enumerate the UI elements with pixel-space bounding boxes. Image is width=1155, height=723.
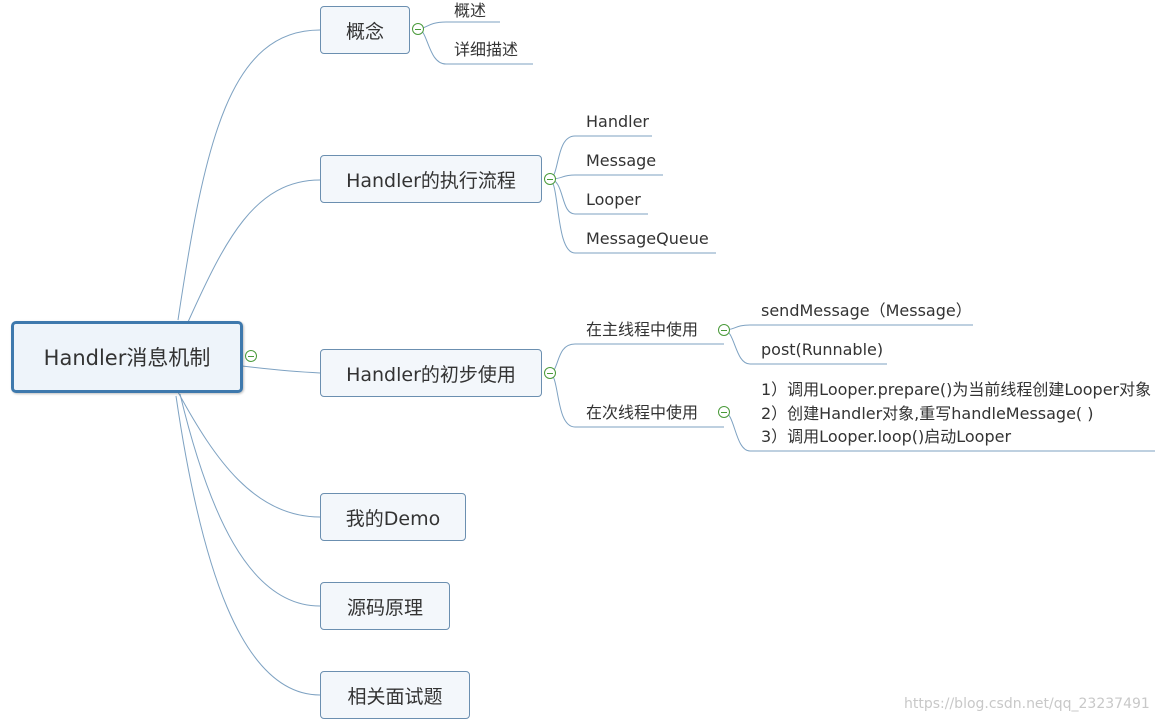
leaf-sendmessage[interactable]: sendMessage（Message） — [761, 301, 972, 320]
step-1: 1）调用Looper.prepare()为当前线程创建Looper对象 — [761, 380, 1152, 399]
collapse-icon-main-thread[interactable] — [718, 324, 730, 336]
collapse-icon-basic-usage[interactable] — [544, 367, 556, 379]
branch-execution-flow-label: Handler的执行流程 — [346, 169, 516, 192]
sub-thread-steps[interactable]: 1）调用Looper.prepare()为当前线程创建Looper对象 2）创建… — [761, 378, 1151, 449]
branch-execution-flow[interactable]: Handler的执行流程 — [320, 155, 542, 203]
branch-interview-questions-label: 相关面试题 — [347, 685, 443, 708]
branch-source-principle[interactable]: 源码原理 — [320, 582, 450, 630]
step-2: 2）创建Handler对象,重写handleMessage( ) — [761, 403, 1094, 423]
branch-concept-label: 概念 — [345, 20, 384, 43]
branch-my-demo-label: 我的Demo — [345, 507, 441, 530]
collapse-icon-execution-flow[interactable] — [544, 173, 556, 185]
branch-my-demo[interactable]: 我的Demo — [320, 493, 466, 541]
leaf-overview[interactable]: 概述 — [454, 1, 487, 20]
root-label: Handler消息机制 — [43, 346, 211, 370]
collapse-icon-root[interactable] — [245, 350, 257, 362]
leaf-detail[interactable]: 详细描述 — [454, 40, 519, 59]
subtopic-sub-thread[interactable]: 在次线程中使用 — [586, 403, 699, 422]
leaf-post-runnable[interactable]: post(Runnable) — [761, 340, 884, 359]
leaf-messagequeue[interactable]: MessageQueue — [586, 229, 709, 248]
step-3: 3）调用Looper.loop()启动Looper — [761, 427, 1012, 446]
leaf-looper[interactable]: Looper — [586, 190, 641, 209]
branch-interview-questions[interactable]: 相关面试题 — [320, 671, 470, 719]
leaf-handler[interactable]: Handler — [586, 112, 649, 131]
branch-basic-usage[interactable]: Handler的初步使用 — [320, 349, 542, 397]
collapse-icon-sub-thread[interactable] — [718, 406, 730, 418]
leaf-message[interactable]: Message — [586, 151, 657, 170]
subtopic-main-thread[interactable]: 在主线程中使用 — [586, 320, 699, 339]
watermark: https://blog.csdn.net/qq_23237491 — [904, 696, 1150, 712]
collapse-icon-concept[interactable] — [412, 23, 424, 35]
branch-concept[interactable]: 概念 — [320, 6, 410, 54]
branch-basic-usage-label: Handler的初步使用 — [346, 363, 516, 386]
root-node[interactable]: Handler消息机制 — [11, 321, 243, 393]
branch-source-principle-label: 源码原理 — [346, 596, 423, 619]
